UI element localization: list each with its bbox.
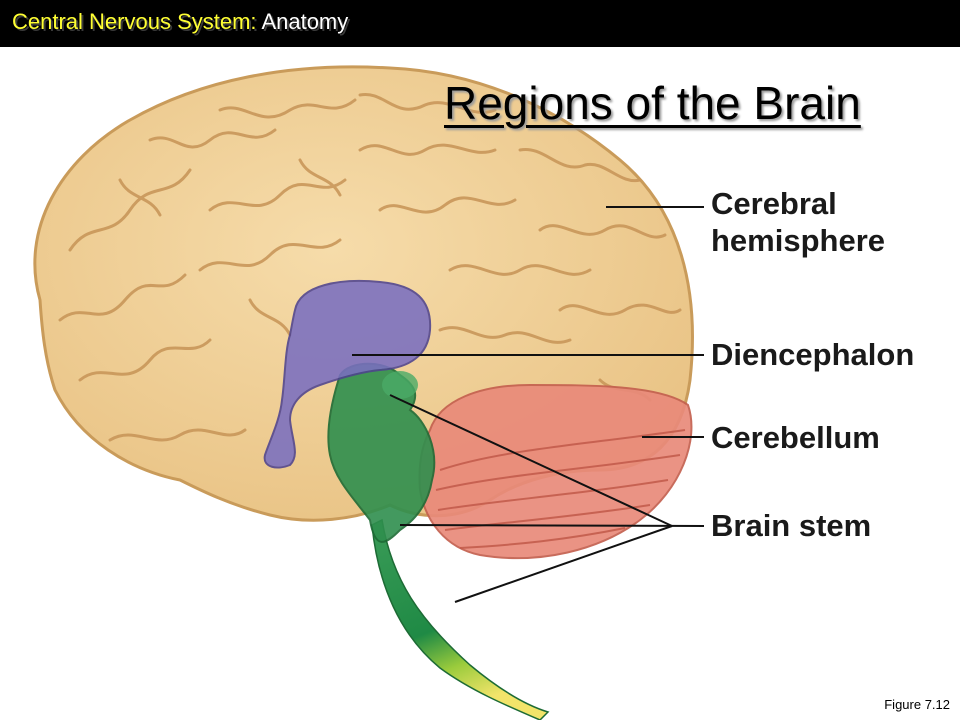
header-subtopic: Anatomy [261,9,349,34]
diencephalon [263,279,432,469]
label-cerebellum: Cerebellum [711,420,880,455]
header-title: Central Nervous System: Anatomy [12,7,348,37]
label-diencephalon: Diencephalon [711,337,915,372]
leader-brainstem-a [389,394,673,527]
gyri-texture [58,92,682,442]
header-bar: Central Nervous System: Anatomy [0,0,960,47]
label-cerebral-line2: hemisphere [711,223,886,258]
figure-reference: Figure 7.12 [884,697,950,712]
leader-lines [352,206,705,603]
header-topic: Central Nervous System: [12,9,257,34]
label-brain-stem: Brain stem [711,508,872,543]
label-cerebral-line1: Cerebral [711,186,837,221]
pons-highlight [382,371,418,399]
slide-title: Regions of the Brain [444,77,861,129]
leader-brainstem-c [454,525,673,603]
spinal-cord [371,518,550,720]
cerebellum-folia [435,429,686,549]
leader-brainstem-b [399,524,705,527]
